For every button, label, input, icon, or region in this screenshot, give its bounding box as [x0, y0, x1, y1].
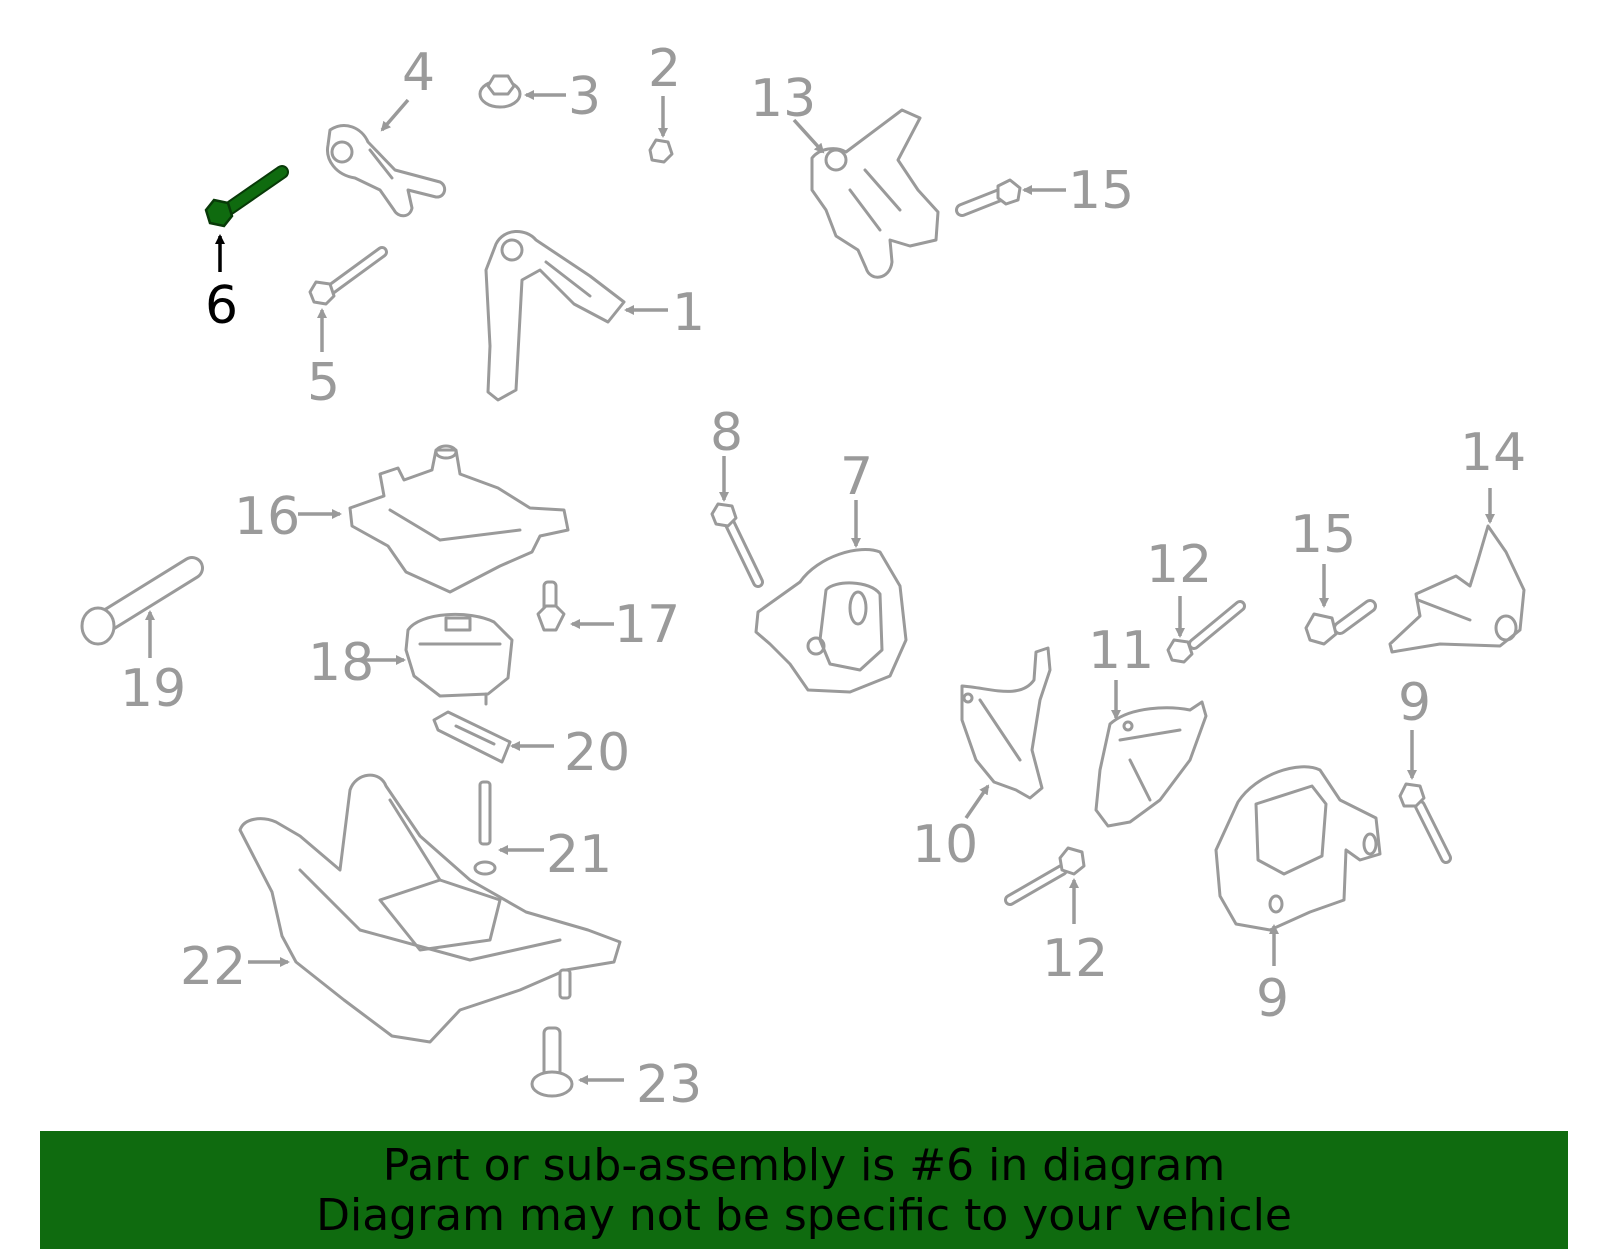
- part-15-bolt-top: 15: [955, 161, 1134, 221]
- callout-11-label: 11: [1088, 621, 1154, 681]
- part-12-bolt-upper: 12: [1146, 535, 1246, 664]
- part-9-bolt-right: 9: [1398, 673, 1452, 864]
- part-8-mount: 9: [1214, 765, 1382, 1029]
- callout-15a-label: 15: [1068, 161, 1134, 221]
- callout-19-label: 19: [120, 659, 186, 719]
- part-10-bracket: 10: [912, 646, 1052, 875]
- info-banner: Part or sub-assembly is #6 in diagram Di…: [40, 1131, 1568, 1249]
- part-22-subframe: 22: [180, 773, 622, 1044]
- callout-9a-label: 8: [710, 403, 743, 463]
- part-12-bolt-lower: 12: [1004, 846, 1108, 989]
- part-3-nut: 3: [478, 67, 601, 127]
- callout-12a-label: 12: [1146, 535, 1212, 595]
- callout-6-label: 6: [205, 276, 238, 336]
- callout-17-label: 17: [614, 595, 680, 655]
- callout-3-label: 3: [568, 67, 601, 127]
- part-13-bracket: 13: [750, 69, 940, 279]
- banner-line-2: Diagram may not be specific to your vehi…: [316, 1190, 1292, 1241]
- callout-13-label: 13: [750, 69, 816, 129]
- callout-18-label: 18: [308, 633, 374, 693]
- callout-12b-label: 12: [1042, 929, 1108, 989]
- callout-14-label: 14: [1460, 423, 1526, 483]
- part-14-bracket: 14: [1388, 423, 1526, 654]
- part-4-bracket: [326, 124, 447, 218]
- part-16-mount: 16: [234, 444, 570, 594]
- part-23-bolt: 23: [530, 1026, 702, 1115]
- part-5-bolt: 5: [307, 246, 388, 413]
- part-20-plate: 20: [432, 710, 630, 783]
- callout-6: 6: [205, 234, 238, 336]
- callout-4-label: 4: [402, 43, 435, 103]
- callout-16-label: 16: [234, 487, 300, 547]
- callout-5-label: 5: [307, 353, 340, 413]
- part-9-bolt-upper: 8: [710, 403, 764, 588]
- callout-22-label: 22: [180, 937, 246, 997]
- callout-8-label: 9: [1256, 969, 1289, 1029]
- part-11-bracket: 11: [1088, 621, 1208, 828]
- callout-2-label: 2: [648, 39, 681, 99]
- callout-1-label: 1: [672, 283, 705, 343]
- part-1-bracket: 1: [484, 230, 705, 402]
- part-19-bolt: 19: [80, 556, 204, 719]
- part-17-bolt: 17: [536, 580, 680, 655]
- part-2-bolt: 2: [648, 39, 705, 241]
- callout-4: 4: [380, 43, 435, 132]
- callout-21-label: 21: [546, 825, 612, 885]
- part-18-mount: 18: [308, 612, 514, 706]
- part-7-mount: 7: [754, 447, 908, 694]
- callout-23-label: 23: [636, 1055, 702, 1115]
- callout-10-label: 10: [912, 815, 978, 875]
- part-21-stud: 21: [473, 780, 612, 885]
- callout-7-label: 7: [840, 447, 873, 507]
- callout-20-label: 20: [564, 723, 630, 783]
- part-6-bolt[interactable]: [204, 165, 289, 228]
- callout-9b-label: 9: [1398, 673, 1431, 733]
- part-15-bolt-right: 15: [1290, 505, 1377, 646]
- banner-line-1: Part or sub-assembly is #6 in diagram: [382, 1140, 1226, 1191]
- callout-15b-label: 15: [1290, 505, 1356, 565]
